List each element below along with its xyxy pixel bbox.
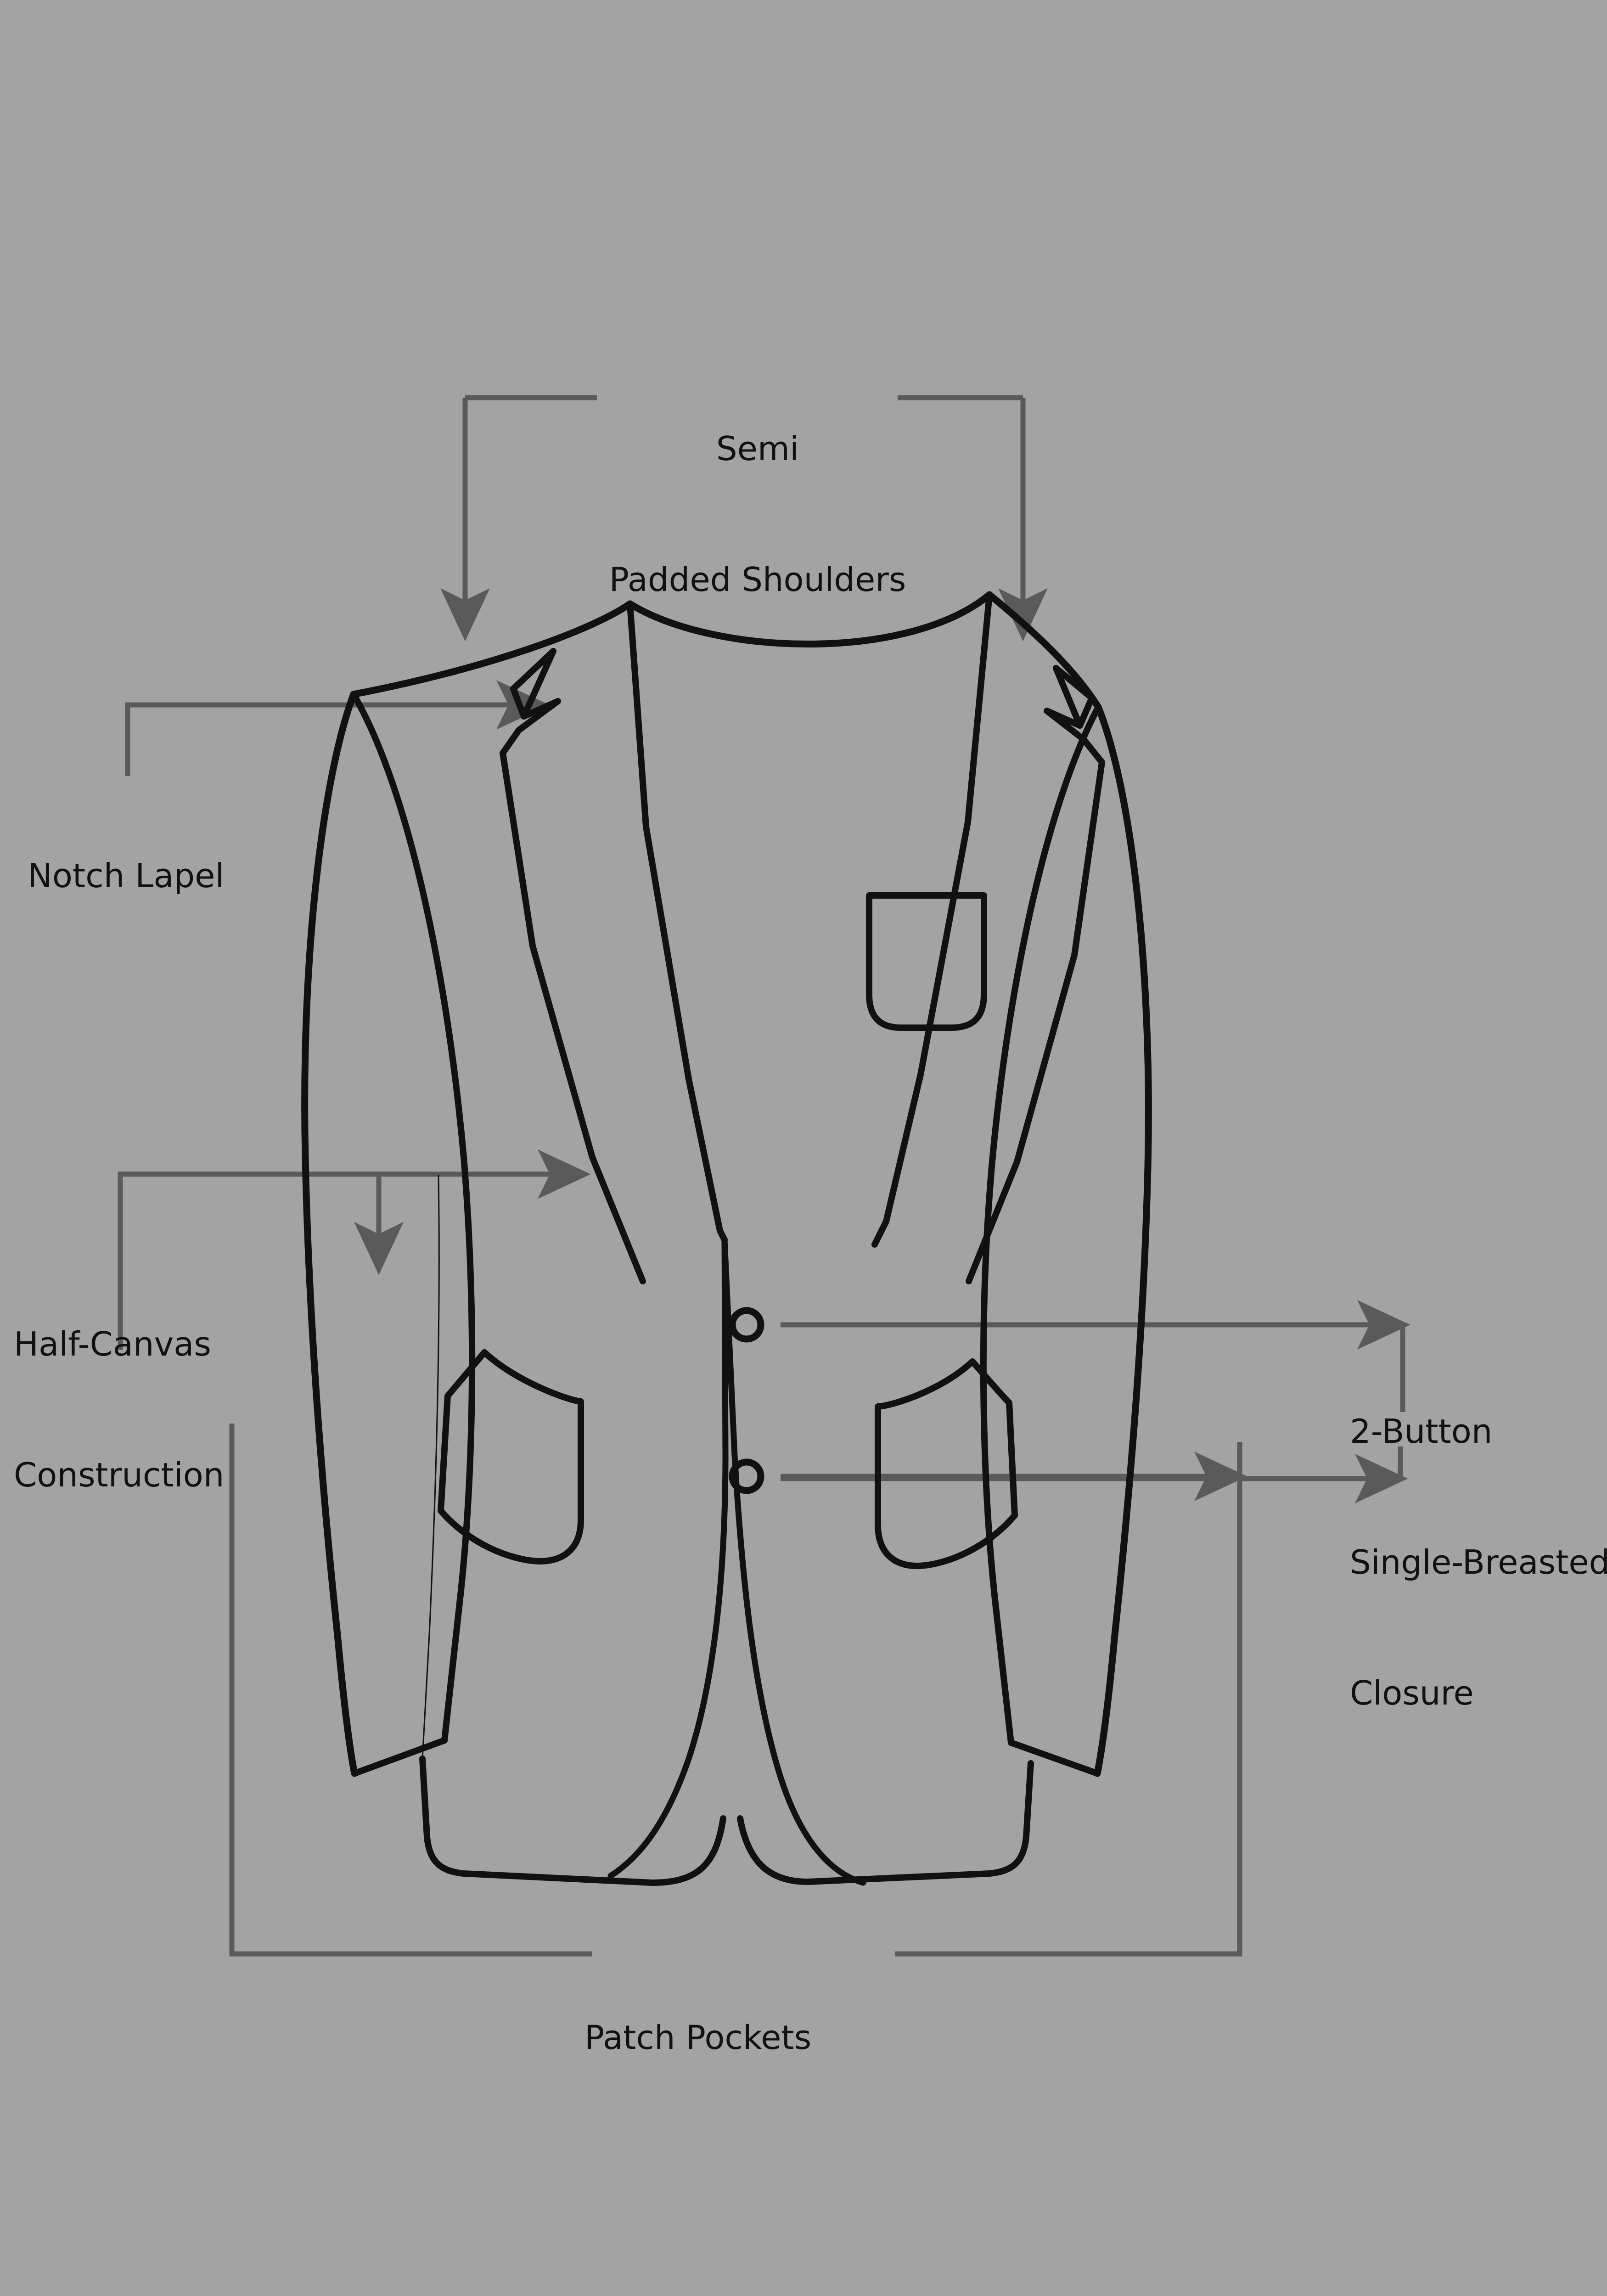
right-patch-pocket [875, 1358, 1018, 1570]
leader-half-canvas [118, 1149, 591, 1350]
left-lapel-outer-edge [500, 648, 646, 1284]
label-line: Single-Breasted [1350, 1543, 1607, 1582]
label-line: Half-Canvas [14, 1325, 211, 1364]
right-sleeve-seam [980, 704, 1101, 1746]
left-body-outline [301, 691, 358, 1777]
leader-semi-padded-shoulders [440, 395, 1048, 642]
button-upper [729, 1307, 764, 1343]
left-patch-pocket [438, 1349, 584, 1564]
left-notch [521, 648, 556, 720]
right-sleeve-cuff [1008, 1739, 1101, 1777]
left-sleeve-seam [350, 691, 476, 1744]
label-line: Notch Lapel [28, 856, 225, 895]
left-lapel [627, 601, 728, 1243]
right-front-hem [737, 1760, 1034, 1885]
leader-notch-lapel [125, 680, 550, 776]
label-line: Patch Pockets [584, 2018, 812, 2057]
label-half-canvas-construction: Half-Canvas Construction [14, 1235, 298, 1584]
button-lower [729, 1458, 764, 1494]
center-front-left-quarter [607, 1237, 729, 1879]
leader-lines [118, 395, 1410, 1957]
center-front-right-quarter [721, 1237, 866, 1886]
right-body-outline [1094, 703, 1152, 1777]
label-line: Construction [14, 1456, 225, 1495]
label-line: Semi [716, 429, 799, 468]
left-shoulder-seam [350, 600, 634, 698]
label-line: 2-Button [1350, 1412, 1493, 1451]
chest-pocket [866, 892, 987, 1031]
right-lapel [871, 591, 993, 1248]
label-two-button-single-breasted-closure: 2-Button Single-Breasted Closure [1350, 1322, 1607, 1802]
left-front-hem [419, 1756, 726, 1886]
leader-two-button-closure [781, 1300, 1410, 1593]
label-line: Closure [1350, 1674, 1474, 1713]
leader-patch-pockets [229, 1424, 1242, 1957]
left-sleeve-cuff [351, 1737, 448, 1777]
left-side-panel [421, 1175, 440, 1760]
label-semi-padded-shoulders: Semi Padded Shoulders [528, 340, 987, 689]
label-line: Padded Shoulders [609, 560, 906, 599]
label-notch-lapel: Notch Lapel [28, 767, 303, 985]
collar-neckline [626, 591, 993, 647]
jacket-outline [301, 591, 1152, 1886]
label-patch-pockets: Patch Pockets [514, 1929, 882, 2147]
right-notch [1053, 665, 1083, 729]
